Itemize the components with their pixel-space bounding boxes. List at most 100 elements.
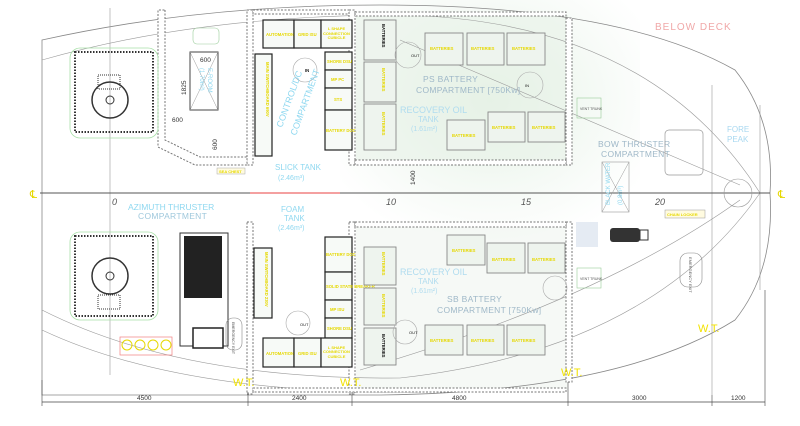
recovery-oil-sb-volume: (1.61m²) <box>411 288 437 295</box>
recovery-oil-ps-volume: (1.61m²) <box>411 126 437 133</box>
svg-text:BATTERY DOC: BATTERY DOC <box>326 128 356 133</box>
vent-trunk-ps <box>576 97 602 119</box>
svg-text:BATTERIES: BATTERIES <box>471 338 495 343</box>
svg-text:SHORE DSU: SHORE DSU <box>327 326 352 331</box>
azimuth-thruster-label-2: COMPARTMENT <box>138 211 207 221</box>
svg-text:IN: IN <box>305 68 309 73</box>
dimension-4800: 4800 <box>452 395 467 402</box>
emergency-exit-bow <box>679 252 703 288</box>
e-room: E-ROOM (1.70m³) <box>189 51 219 111</box>
slick-tank-volume: (2.46m³) <box>278 175 304 182</box>
l-shape-cubicle-sb-label-box: L SHAPE CONNECTION CUBICLE <box>323 344 350 359</box>
dimension-1200: 1200 <box>731 395 746 402</box>
centerline-symbol-stern: ℄ <box>29 189 37 201</box>
wt-label-4: W.T. <box>698 323 719 335</box>
anchor-pocket <box>723 178 753 208</box>
svg-text:BATTERIES: BATTERIES <box>381 68 386 92</box>
svg-text:AUTOMATION: AUTOMATION <box>266 32 294 37</box>
frame-15: 15 <box>521 197 532 207</box>
sb-battery-label: SB BATTERY <box>447 294 502 304</box>
svg-text:GRID ISU: GRID ISU <box>298 32 317 37</box>
dim-1400: 1400 <box>410 170 417 185</box>
svg-text:BATTERIES: BATTERIES <box>452 133 476 138</box>
sea-chest <box>216 167 246 175</box>
svg-text:BATTERIES: BATTERIES <box>381 252 386 276</box>
sea-chest-label: SEA CHEST <box>219 169 242 174</box>
svg-text:BATTERIES: BATTERIES <box>512 338 536 343</box>
l-shape-cubicle-ps-label: L SHAPE CONNECTION CUBICLE <box>323 26 350 41</box>
svg-text:GRID ISU: GRID ISU <box>298 351 317 356</box>
svg-text:OUT: OUT <box>411 53 420 58</box>
recovery-oil-ps-label-2: TANK <box>418 115 439 124</box>
svg-text:BATTERY DOC: BATTERY DOC <box>326 252 356 257</box>
emergency-exit-hatch <box>192 27 220 45</box>
svg-text:(1.70m³): (1.70m³) <box>198 68 204 91</box>
svg-text:BATTERIES: BATTERIES <box>492 257 516 262</box>
dimension-2400: 2400 <box>292 395 307 402</box>
chain-locker-label: CHAIN LOCKER <box>667 212 698 217</box>
control-dc-sb-equipment: BATTERY DOC SOLID STATE BREAKER MP ISU S… <box>253 236 375 368</box>
ps-battery-label: PS BATTERY <box>423 74 478 84</box>
svg-text:BATTERIES: BATTERIES <box>430 46 454 51</box>
svg-text:OUT: OUT <box>300 322 309 327</box>
foam-tank-label: FOAM <box>281 205 304 214</box>
dim-600-bottom: 600 <box>212 139 219 150</box>
svg-text:AUTOMATION: AUTOMATION <box>266 351 294 356</box>
azimuth-thruster-sb <box>69 231 159 321</box>
blurred-region <box>576 222 598 247</box>
wt-label-1: W.T. <box>233 377 254 389</box>
bow-thruster-label: BOW THRUSTER <box>598 139 670 149</box>
foam-tank-label-2: TANK <box>284 214 305 223</box>
fore-peak-label: FORE <box>727 125 749 134</box>
emergency-exit-bow-label: EMERGENCY EXIT <box>688 257 693 293</box>
svg-text:MAIN SWITCHBOARD 230V: MAIN SWITCHBOARD 230V <box>264 252 269 307</box>
engine-block <box>179 232 229 349</box>
dim-1825: 1825 <box>181 80 188 95</box>
svg-text:OUT: OUT <box>409 330 418 335</box>
foam-tank-volume: (2.46m³) <box>278 225 304 232</box>
svg-text:BLACK WATER: BLACK WATER <box>606 162 612 205</box>
svg-text:E-ROOM: E-ROOM <box>206 68 212 93</box>
svg-text:MP PC: MP PC <box>331 77 344 82</box>
svg-text:BATTERIES: BATTERIES <box>532 125 556 130</box>
wt-label-2: W.T. <box>340 377 361 389</box>
dimension-line <box>41 290 766 406</box>
recovery-oil-sb-label-2: TANK <box>418 277 439 286</box>
emergency-exit-stern <box>225 317 243 351</box>
svg-text:BATTERIES: BATTERIES <box>452 248 476 253</box>
centerline-symbol-bow: ℄ <box>777 189 785 201</box>
svg-text:IN: IN <box>525 83 529 88</box>
recovery-oil-sb-label: RECOVERY OIL <box>400 267 467 277</box>
frame-10: 10 <box>386 197 396 207</box>
emergency-exit-stern-label: EMERGENCY EXIT <box>231 322 235 355</box>
svg-text:BATTERIES: BATTERIES <box>381 112 386 136</box>
drawing-title: BELOW DECK <box>655 22 732 33</box>
vent-trunk-sb-label: VENT TRUNK <box>580 277 603 281</box>
svg-text:BATTERIES: BATTERIES <box>471 46 495 51</box>
svg-text:BATTERIES: BATTERIES <box>381 24 386 48</box>
svg-text:BATTERIES: BATTERIES <box>492 125 516 130</box>
svg-text:SOLID STATE BREAKER: SOLID STATE BREAKER <box>326 284 375 289</box>
svg-text:BATTERIES: BATTERIES <box>381 294 386 318</box>
sb-battery-boxes: BATTERIES BATTERIES BATTERIES BATTERIES … <box>363 234 568 366</box>
svg-text:SHORE DSU: SHORE DSU <box>327 59 352 64</box>
svg-text:MAIN SWITCHBOARD 690V: MAIN SWITCHBOARD 690V <box>265 62 270 117</box>
frame-20: 20 <box>654 197 665 207</box>
sb-battery-label-2: COMPARTMENT [750Kw] <box>437 305 541 315</box>
svg-text:BATTERIES: BATTERIES <box>430 338 454 343</box>
azimuth-thruster-label: AZIMUTH THRUSTER <box>128 202 214 212</box>
vent-trunk-ps-label: VENT TRUNK <box>580 107 603 111</box>
recovery-oil-ps-label: RECOVERY OIL <box>400 105 467 115</box>
svg-text:(0.8m³): (0.8m³) <box>618 186 624 205</box>
bow-thruster-unit <box>664 129 704 176</box>
ps-battery-label-2: COMPARTMENT [750Kw] <box>416 85 520 95</box>
slick-tank-label: SLICK TANK <box>275 163 322 172</box>
frame-0: 0 <box>112 197 117 207</box>
azimuth-thruster-ps <box>69 47 159 139</box>
l-shape-cubicle-sb-label: L SHAPE CONNECTION CUBICLE <box>323 344 350 359</box>
svg-text:STS: STS <box>334 97 342 102</box>
svg-text:BATTERIES: BATTERIES <box>381 334 386 358</box>
pump-motor <box>610 228 649 242</box>
chain-locker <box>664 209 706 219</box>
